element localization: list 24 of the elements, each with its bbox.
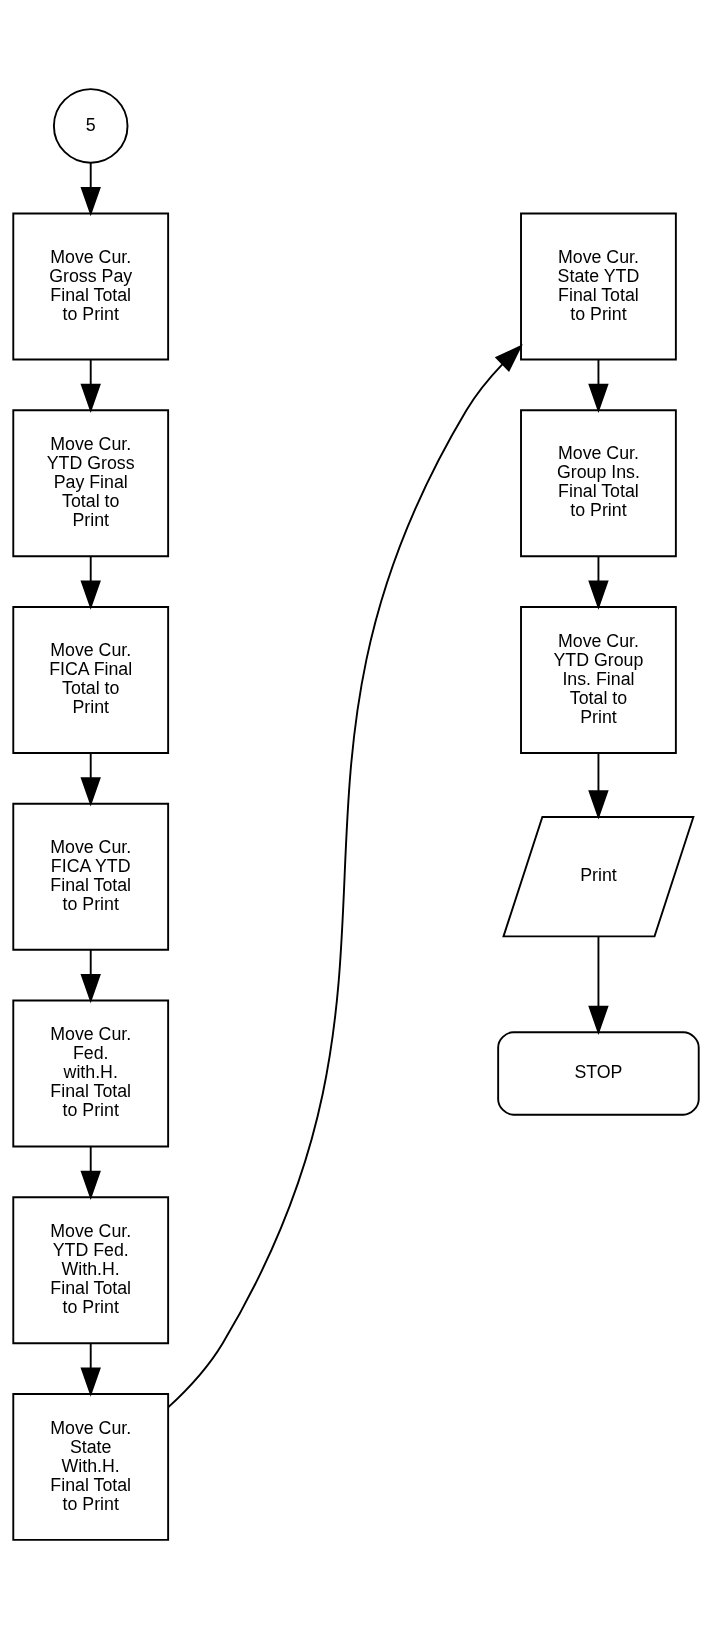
node-box: Move Cur. FICA Final Total to Print (12, 605, 170, 754)
node-box: Move Cur. YTD Gross Pay Final Total to Print (12, 408, 170, 557)
node-box: Move Cur. State YTD Final Total to Print (520, 212, 677, 360)
node-box: Move Cur. Gross Pay Final Total to Print (12, 212, 170, 360)
arrow (167, 343, 523, 1408)
node-box: Move Cur. State With.H. Final Total to Print (12, 1392, 170, 1541)
arrow (80, 751, 101, 806)
arrow (588, 935, 609, 1035)
node-box: STOP (497, 1030, 700, 1116)
node-box: Move Cur. FICA YTD Final Total to Print (12, 802, 170, 951)
arrow (80, 358, 101, 413)
arrow (588, 358, 609, 413)
node-circle: 5 (52, 87, 129, 164)
arrow (588, 751, 609, 820)
arrow (80, 948, 101, 1003)
arrow (588, 554, 609, 610)
node-box: Move Cur. Fed. with.H. Final Total to Print (12, 999, 170, 1147)
node-box: Move Cur. YTD Fed. With.H. Final Total to Print (12, 1195, 170, 1344)
node-box: Move Cur. YTD Group Ins. Final Total to Print (520, 605, 677, 754)
arrow (80, 161, 101, 216)
node-box: Move Cur. Group Ins. Final Total to Print (520, 408, 677, 557)
arrow (80, 1145, 101, 1200)
arrow (80, 554, 101, 610)
arrow (80, 1341, 101, 1397)
